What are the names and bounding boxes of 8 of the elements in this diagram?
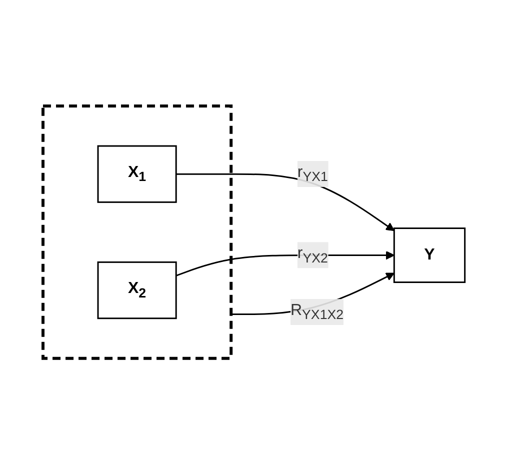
node-box: X$_{2}$ xyxy=(96,261,176,319)
edge-label: r$_{YX2}$ xyxy=(296,245,328,266)
cluster xyxy=(41,104,232,360)
node-box: X$_{1}$ xyxy=(96,145,176,203)
edge-label: R$_{YX1X2}$ xyxy=(290,302,344,322)
node-box: Y xyxy=(392,227,466,283)
arrow xyxy=(176,173,394,231)
edge-label: r$_{YX1}$ xyxy=(296,164,328,184)
